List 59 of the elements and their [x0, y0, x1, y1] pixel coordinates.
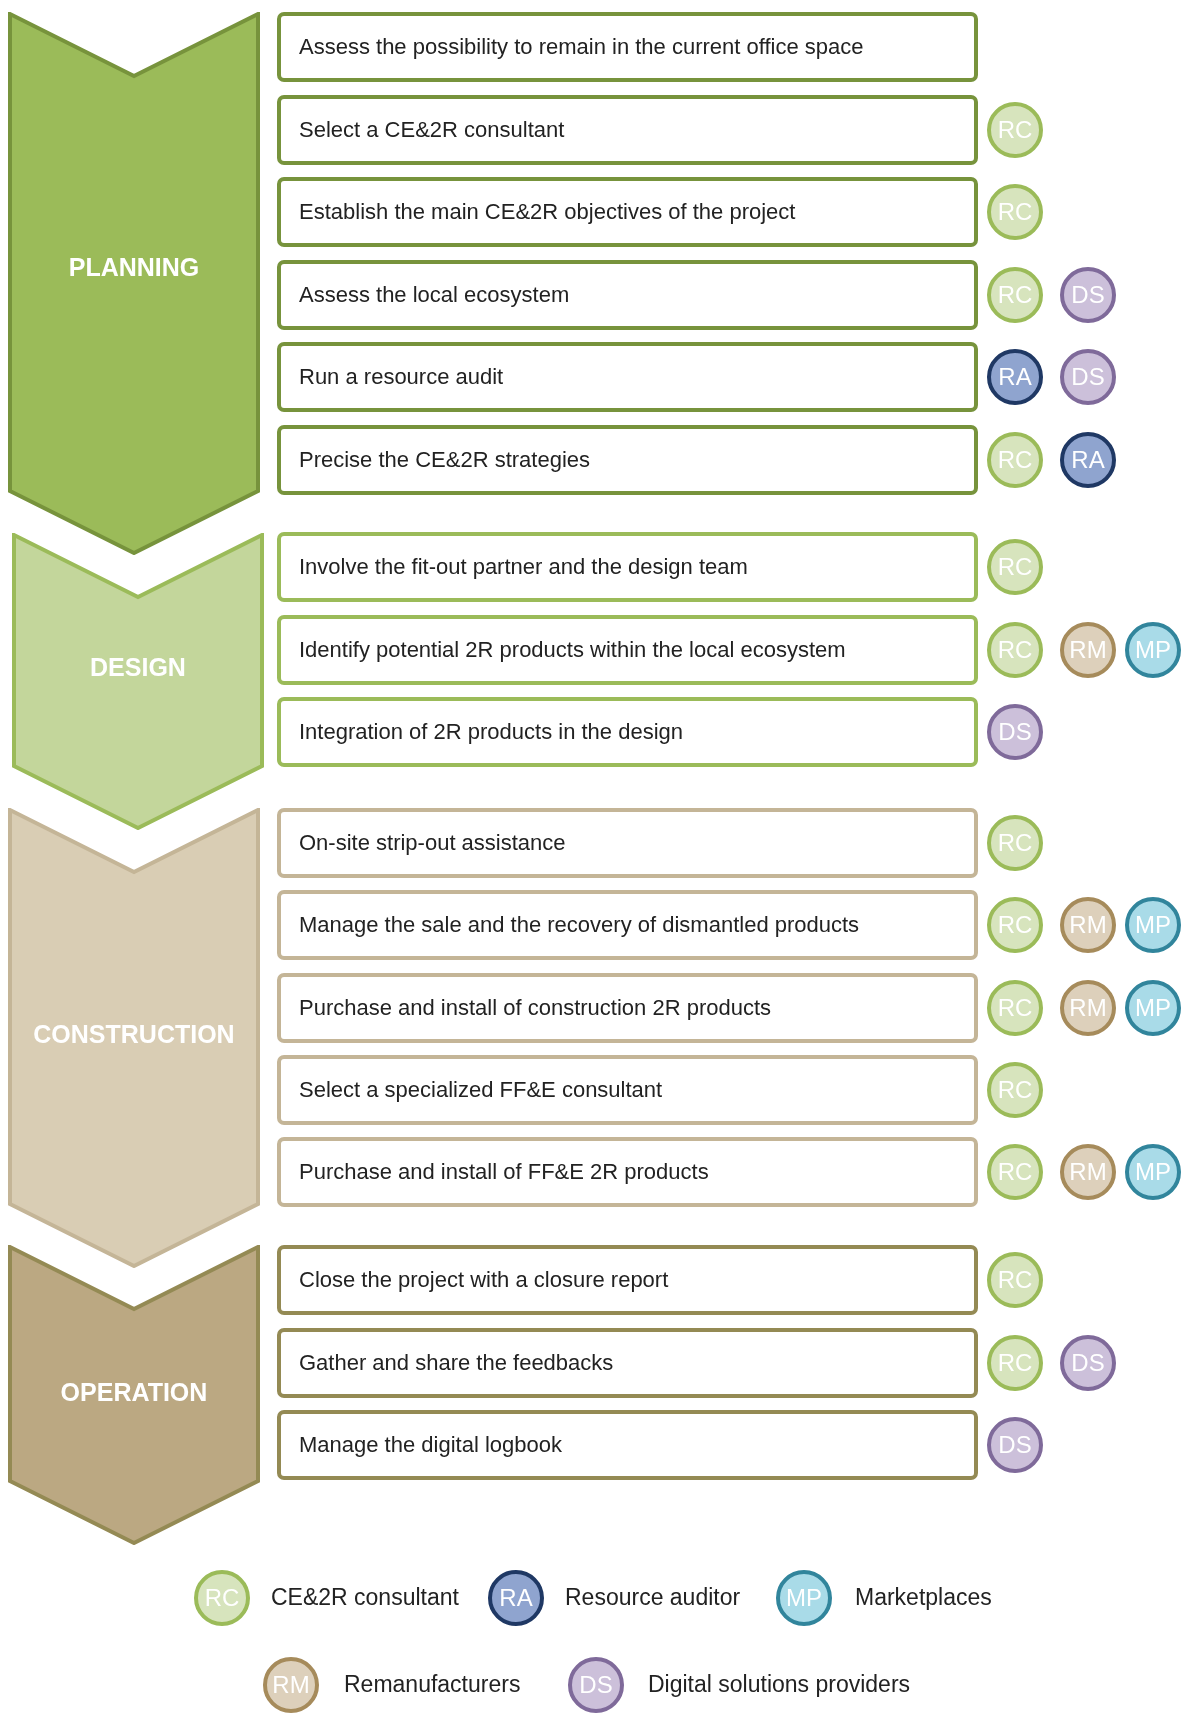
role-badge: RC	[194, 1570, 250, 1626]
task-box: Purchase and install of FF&E 2R products	[277, 1137, 978, 1207]
phase-title: DESIGN	[89, 653, 187, 682]
task-box: Purchase and install of construction 2R products	[277, 973, 978, 1043]
phase-title: PLANNING	[67, 253, 201, 282]
task-box: Identify potential 2R products within the local ecosystem	[277, 615, 978, 685]
role-badge: MP	[776, 1570, 832, 1626]
task-box: Run a resource audit	[277, 342, 978, 412]
role-badge: RA	[488, 1570, 544, 1626]
role-caption: Resource auditor	[565, 1584, 741, 1611]
role-caption: Remanufacturers	[344, 1671, 521, 1698]
role-badge: DS	[1060, 267, 1116, 323]
role-badge: RC	[987, 1335, 1043, 1391]
phase-title: CONSTRUCTION	[32, 1020, 236, 1049]
role-badge: RC	[987, 267, 1043, 323]
role-badge: RM	[1060, 897, 1116, 953]
role-badge: MP	[1125, 980, 1181, 1036]
role-caption: Marketplaces	[855, 1584, 992, 1611]
role-caption: Digital solutions providers	[648, 1671, 911, 1698]
role-badge: MP	[1125, 897, 1181, 953]
role-badge: RC	[987, 1062, 1043, 1118]
role-badge: RC	[987, 1144, 1043, 1200]
role-badge: RC	[987, 815, 1043, 871]
role-badge: RM	[263, 1657, 319, 1713]
task-box: Manage the digital logbook	[277, 1410, 978, 1480]
task-box: Assess the possibility to remain in the current office space	[277, 12, 978, 82]
task-box: Select a CE&2R consultant	[277, 95, 978, 165]
task-box: Integration of 2R products in the design	[277, 697, 978, 767]
role-badge: DS	[987, 704, 1043, 760]
task-box: Manage the sale and the recovery of dismantled products	[277, 890, 978, 960]
role-badge: RA	[987, 349, 1043, 405]
role-badge: DS	[1060, 1335, 1116, 1391]
task-box: Involve the fit-out partner and the design team	[277, 532, 978, 602]
task-box: Close the project with a closure report	[277, 1245, 978, 1315]
task-box: On-site strip-out assistance	[277, 808, 978, 878]
phase-title: OPERATION	[59, 1378, 209, 1407]
role-badge: DS	[987, 1417, 1043, 1473]
role-badge: RC	[987, 432, 1043, 488]
role-badge: RM	[1060, 980, 1116, 1036]
role-badge: RA	[1060, 432, 1116, 488]
role-badge: RC	[987, 539, 1043, 595]
role-badge: DS	[568, 1657, 624, 1713]
role-badge: MP	[1125, 622, 1181, 678]
role-badge: RM	[1060, 1144, 1116, 1200]
role-badge: RC	[987, 897, 1043, 953]
task-box: Precise the CE&2R strategies	[277, 425, 978, 495]
role-badge: MP	[1125, 1144, 1181, 1200]
task-box: Establish the main CE&2R objectives of the project	[277, 177, 978, 247]
role-badge: DS	[1060, 349, 1116, 405]
task-box: Gather and share the feedbacks	[277, 1328, 978, 1398]
role-badge: RM	[1060, 622, 1116, 678]
role-caption: CE&2R consultant	[271, 1584, 459, 1611]
role-badge: RC	[987, 622, 1043, 678]
role-badge: RC	[987, 102, 1043, 158]
role-badge: RC	[987, 1252, 1043, 1308]
task-box: Assess the local ecosystem	[277, 260, 978, 330]
role-badge: RC	[987, 184, 1043, 240]
role-badge: RC	[987, 980, 1043, 1036]
task-box: Select a specialized FF&E consultant	[277, 1055, 978, 1125]
